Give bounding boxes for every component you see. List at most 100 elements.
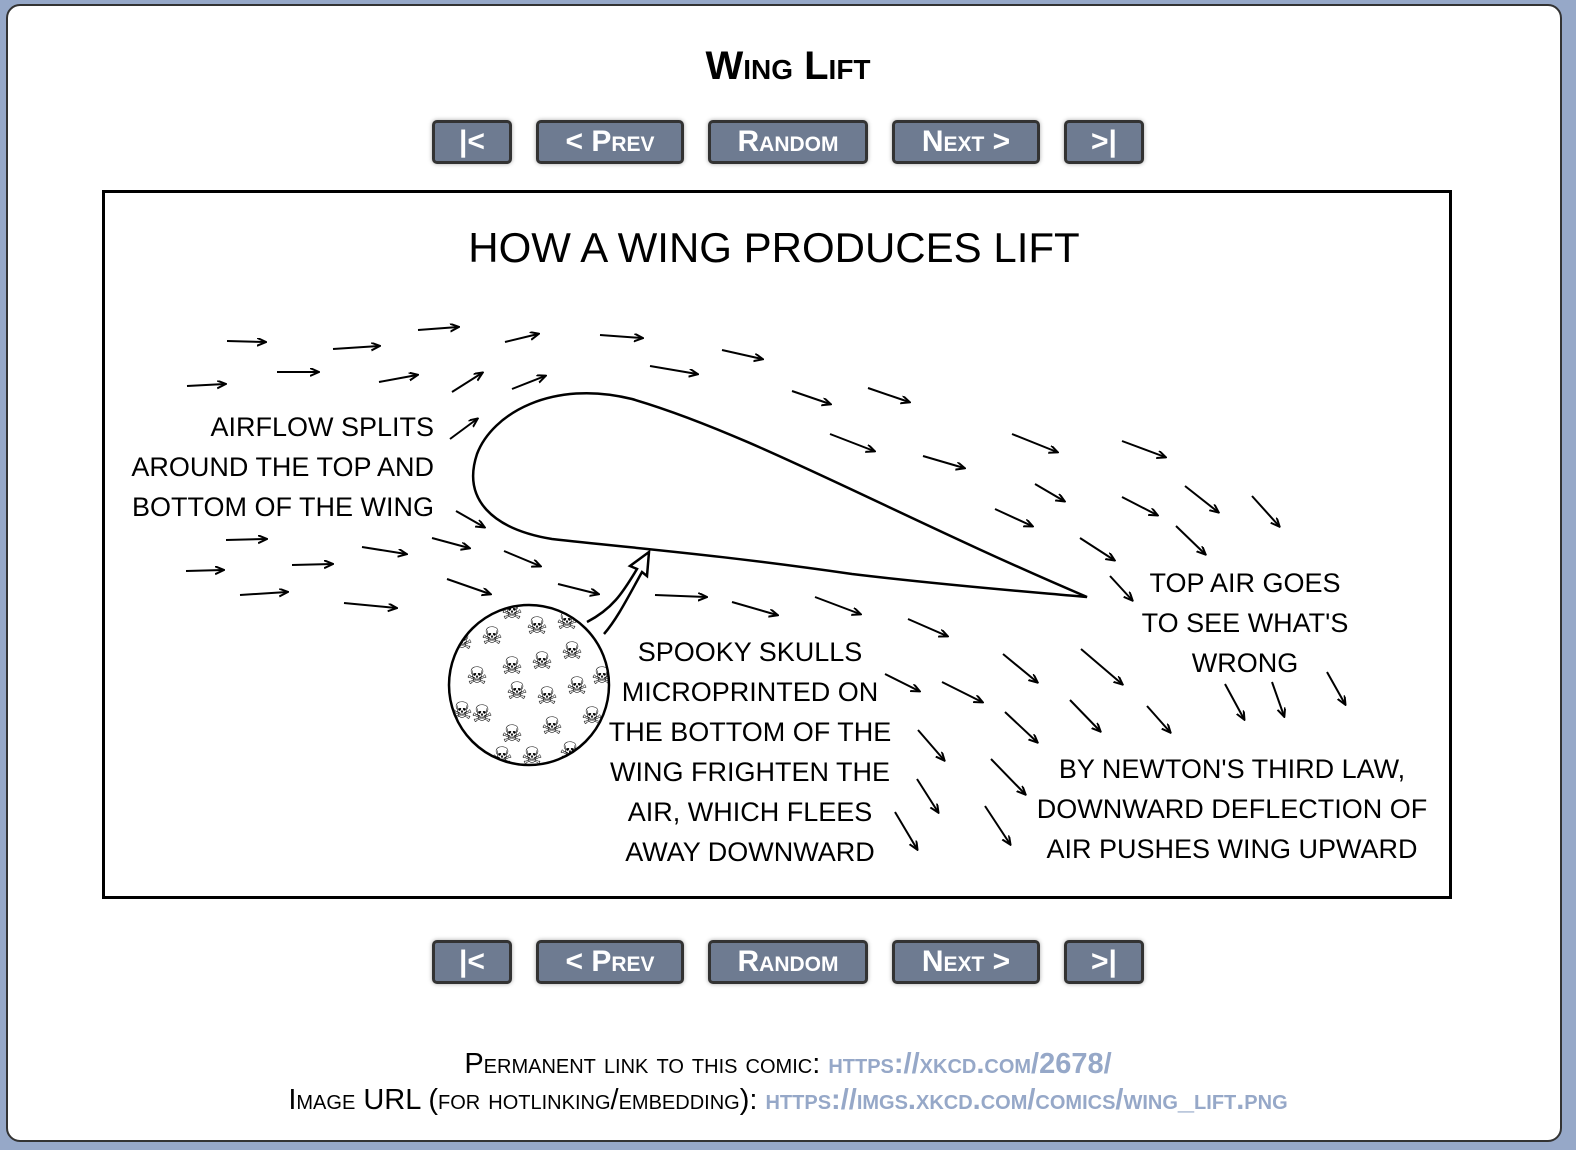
image-url-link[interactable]: https://imgs.xkcd.com/comics/wing_lift.p… (765, 1084, 1288, 1116)
next-button[interactable]: Next > (892, 120, 1040, 164)
airflow-arrow (649, 365, 697, 374)
airflow-arrow (343, 602, 396, 608)
caption-line: WRONG (1192, 648, 1298, 678)
airflow-arrow (225, 539, 266, 540)
first-button[interactable]: |< (432, 940, 512, 984)
prev-button[interactable]: < Prev (536, 940, 684, 984)
wing-airfoil (471, 391, 1088, 599)
last-button[interactable]: >| (1064, 120, 1144, 164)
skull-icon: ☠ (561, 638, 583, 665)
permalink-link[interactable]: https://xkcd.com/2678/ (828, 1048, 1112, 1080)
airflow-arrow (1251, 495, 1279, 526)
caption-line: AIRFLOW SPLITS (210, 412, 434, 442)
skull-icon: ☠ (506, 678, 528, 705)
caption-line: TO SEE WHAT'S (1142, 608, 1349, 638)
airflow-arrow (1175, 525, 1205, 554)
airflow-arrow (511, 376, 545, 390)
airflow-arrow (557, 583, 598, 594)
airflow-arrow (504, 334, 538, 343)
airflow-arrow (361, 546, 406, 554)
airflow-arrow (417, 327, 458, 330)
caption-newton: BY NEWTON'S THIRD LAW,DOWNWARD DEFLECTIO… (1037, 754, 1428, 864)
airflow-arrow (654, 595, 706, 597)
caption-line: BY NEWTON'S THIRD LAW, (1059, 754, 1405, 784)
skull-icon: ☠ (491, 743, 513, 770)
airflow-arrow (185, 570, 223, 571)
airflow-arrow (917, 729, 944, 760)
airflow-arrow (916, 778, 938, 812)
caption-line: AROUND THE TOP AND (131, 452, 434, 482)
airflow-arrow (451, 373, 482, 393)
skull-icon: ☠ (451, 698, 473, 725)
comic-drawing: HOW A WING PRODUCES LIFT ☠☠☠☠☠☠☠☠☠☠☠☠☠☠☠… (131, 224, 1428, 867)
airflow-arrow (907, 618, 947, 636)
skull-icon: ☠ (501, 598, 523, 625)
airflow-arrow (984, 805, 1010, 844)
nav-bottom: |< < Prev Random Next > >| (0, 940, 1576, 984)
airflow-arrow (884, 673, 919, 691)
airflow-arrow (829, 433, 874, 451)
last-button[interactable]: >| (1064, 940, 1144, 984)
skull-icon: ☠ (471, 701, 493, 728)
airflow-arrow (1080, 648, 1122, 684)
airflow-arrow (1326, 671, 1345, 704)
skull-icon: ☠ (481, 623, 503, 650)
airflow-arrow (814, 596, 860, 614)
skull-icon: ☠ (559, 738, 581, 765)
airflow-arrow (599, 335, 642, 338)
airflow-arrow (449, 419, 477, 440)
caption-line: TOP AIR GOES (1149, 568, 1340, 598)
caption-line: AIR PUSHES WING UPWARD (1046, 834, 1417, 864)
caption-top-air: TOP AIR GOES TO SEE WHAT'S WRONG (1142, 568, 1349, 678)
airflow-arrow (1121, 440, 1165, 457)
airflow-arrow (994, 508, 1032, 526)
skull-icon: ☠ (521, 743, 543, 770)
comic-image: HOW A WING PRODUCES LIFT ☠☠☠☠☠☠☠☠☠☠☠☠☠☠☠… (102, 190, 1452, 899)
random-button[interactable]: Random (708, 940, 868, 984)
airflow-arrow (503, 550, 540, 566)
airflow-arrow (186, 384, 225, 386)
airflow-arrow (1034, 483, 1064, 501)
skull-icon: ☠ (581, 703, 603, 730)
airflow-arrow (239, 592, 287, 595)
airflow-arrow (990, 758, 1025, 794)
airflow-arrow (291, 564, 332, 565)
nav-top: |< < Prev Random Next > >| (0, 120, 1576, 164)
airflow-arrow (731, 601, 777, 615)
airflow-arrow (1184, 485, 1218, 512)
skull-icon: ☠ (531, 648, 553, 675)
skull-icon: ☠ (466, 663, 488, 690)
airflow-arrow (226, 341, 265, 342)
airflow-arrow (378, 375, 417, 383)
airflow-arrow (1224, 683, 1244, 719)
airflow-arrow (1271, 681, 1284, 716)
airflow-arrow (446, 578, 490, 594)
permalink-label: Permanent link to this comic: (464, 1048, 821, 1080)
airflow-arrow (1146, 705, 1170, 732)
airflow-arrow (1109, 575, 1132, 600)
first-button[interactable]: |< (432, 120, 512, 164)
skull-icon: ☠ (541, 713, 563, 740)
caption-line: SPOOKY SKULLS (638, 637, 863, 667)
caption-line: THE BOTTOM OF THE (609, 717, 892, 747)
airflow-arrow (721, 349, 762, 359)
airflow-arrow (867, 387, 909, 402)
airflow-arrow (1079, 537, 1114, 560)
airflow-arrow (941, 681, 982, 702)
image-url-label: Image URL (for hotlinking/embedding): (288, 1084, 758, 1116)
skull-icon: ☠ (536, 683, 558, 710)
comic-title: Wing Lift (705, 44, 871, 88)
skull-icon: ☠ (591, 663, 613, 690)
caption-line: AIR, WHICH FLEES (628, 797, 873, 827)
bubble-pointer-arrow (586, 549, 651, 635)
airflow-arrow (1004, 711, 1037, 742)
caption-line: MICROPRINTED ON (622, 677, 879, 707)
next-button[interactable]: Next > (892, 940, 1040, 984)
caption-line: WING FRIGHTEN THE (610, 757, 890, 787)
random-button[interactable]: Random (708, 120, 868, 164)
skull-icon: ☠ (501, 721, 523, 748)
prev-button[interactable]: < Prev (536, 120, 684, 164)
airflow-arrow (1002, 653, 1037, 682)
airflow-arrow (894, 811, 917, 849)
footer: Permanent link to this comic: https://xk… (0, 1046, 1576, 1118)
